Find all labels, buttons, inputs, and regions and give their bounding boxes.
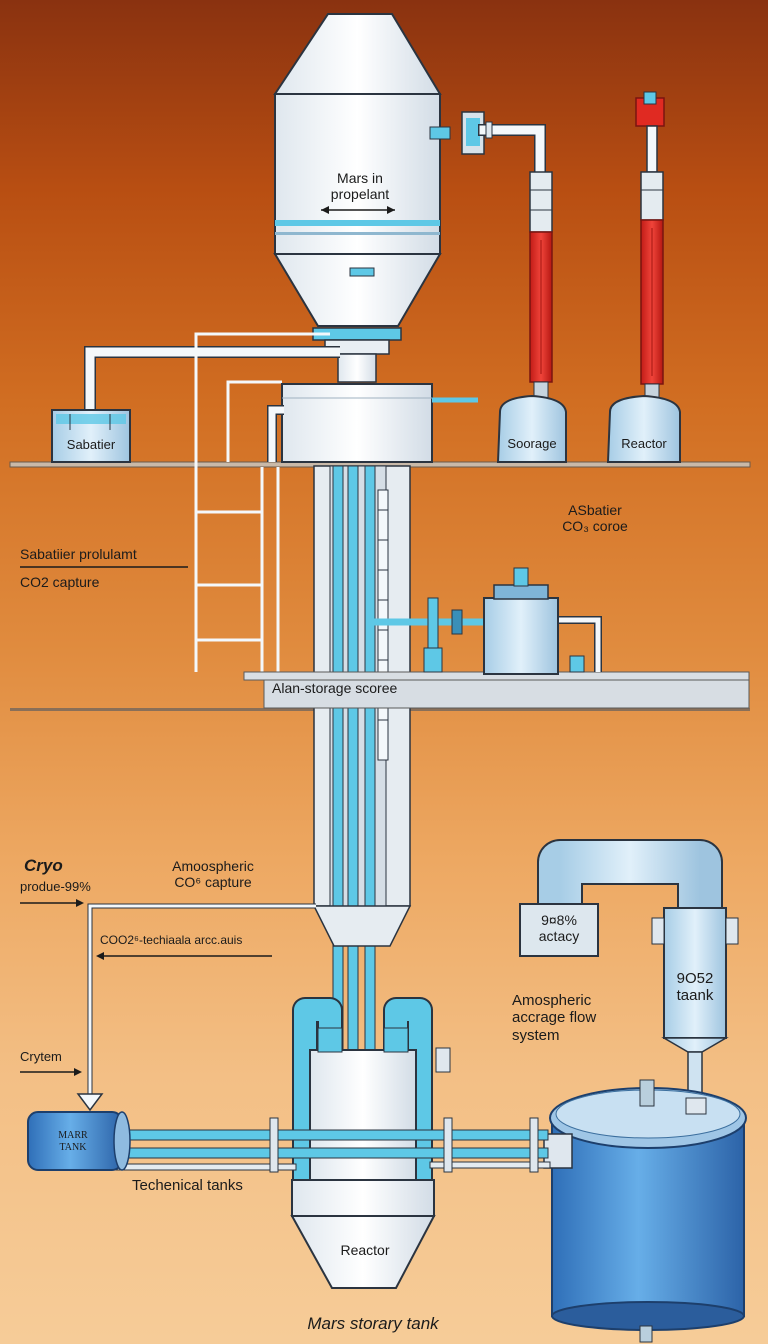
reactor-top-tank [606, 394, 681, 463]
vessel-outlet-pipe [429, 111, 546, 180]
label-cryo-system: Crytem [20, 1049, 62, 1064]
red-column-storage [529, 171, 553, 399]
central-processing-unit [194, 332, 478, 640]
bottom-reactor-assembly [290, 997, 451, 1289]
storage-shelf [243, 671, 750, 709]
atmospheric-duct [519, 839, 739, 1113]
left-horizontal-cylinder [27, 1111, 131, 1171]
propellant-vessel [273, 13, 442, 383]
mars-storage-tank [543, 1079, 747, 1343]
label-technical-tanks: Techenical tanks [132, 1177, 243, 1194]
red-column-reactor [635, 91, 665, 399]
label-bottom-title: Mars storary tank [307, 1314, 439, 1333]
pointer-lines [20, 566, 272, 1076]
label-co2-capture: CO2 capture [20, 574, 100, 590]
label-storage-shelf: Alan-storage scoree [272, 680, 398, 696]
label-co2-line: COO2⁶-techiaala arcc.auis [100, 933, 243, 947]
co2-core-tank [370, 567, 602, 675]
capture-return-pipe [76, 903, 316, 1112]
label-sabatier-tank: Sabatier [66, 437, 116, 452]
horizontal-pipe-rack [115, 1117, 551, 1173]
scaffold-ladder [194, 467, 280, 672]
label-storage-tank: Soorage [507, 436, 557, 451]
storage-tank [496, 394, 567, 463]
label-cryo-value: produe-99% [20, 879, 91, 894]
label-reactor-bottom: Reactor [340, 1242, 390, 1258]
label-reactor-top-tank: Reactor [621, 436, 667, 451]
sabatier-tank [51, 346, 340, 463]
label-efficiency: 9¤8%actacy [538, 912, 580, 945]
label-cryo-title: Cryo [24, 856, 63, 875]
label-sabatier-propellant: Sabatiier prolulamt [20, 546, 137, 562]
